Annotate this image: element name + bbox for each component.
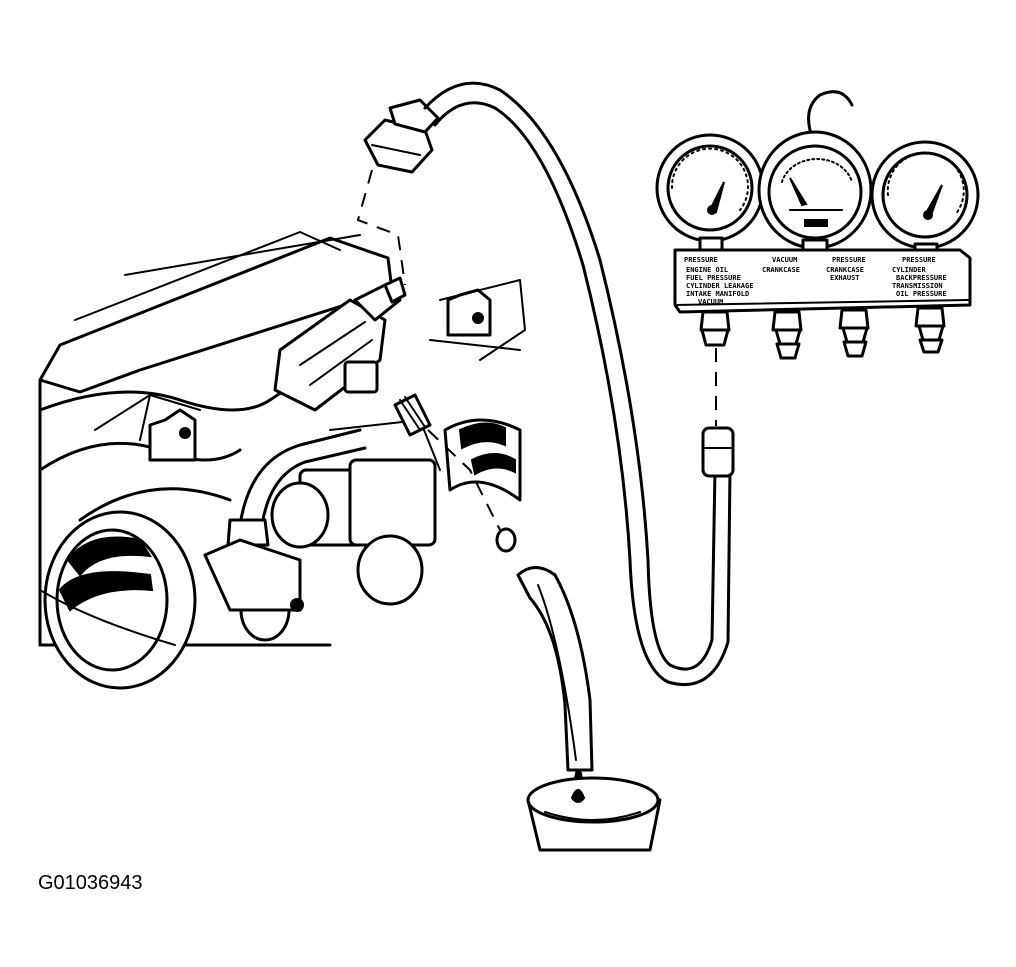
port-fitting-4 (914, 306, 946, 354)
col2-header: VACUUM (772, 256, 797, 264)
col1-line: INTAKE MANIFOLD (686, 290, 749, 298)
col1-header: PRESSURE (684, 256, 718, 264)
port-fitting-1 (699, 310, 731, 347)
figure-id-label: G01036943 (38, 872, 143, 894)
col4-line: TRANSMISSION (892, 282, 943, 290)
col2-line: CRANKCASE (762, 266, 800, 274)
col4-line: BACKPRESSURE (896, 274, 947, 282)
engine-bay (38, 231, 526, 690)
col1-line: ENGINE OIL (686, 266, 728, 274)
gauge-set: PRESSURE VACUUM PRESSURE PRESSURE ENGINE… (655, 90, 980, 360)
col1-line: FUEL PRESSURE (686, 274, 741, 282)
gauge-hose (423, 81, 735, 687)
col4-line: OIL PRESSURE (896, 290, 947, 298)
manifold-panel: PRESSURE VACUUM PRESSURE PRESSURE ENGINE… (673, 248, 972, 314)
adapter-fitting (356, 98, 517, 553)
col1-line: VACUUM (698, 298, 723, 306)
left-pressure-gauge (655, 133, 765, 256)
col4-line: CYLINDER (892, 266, 927, 274)
col3-line: CRANKCASE (826, 266, 864, 274)
port-fitting-2 (771, 310, 803, 360)
drain-hose (516, 566, 594, 803)
port-fitting-3 (838, 308, 870, 358)
center-vacuum-gauge (757, 130, 873, 258)
right-pressure-gauge (870, 140, 980, 260)
col3-line: EXHAUST (830, 274, 860, 282)
col4-header: PRESSURE (902, 256, 936, 264)
col3-header: PRESSURE (832, 256, 866, 264)
col1-line: CYLINDER LEAKAGE (686, 282, 753, 290)
drain-container (526, 776, 662, 852)
